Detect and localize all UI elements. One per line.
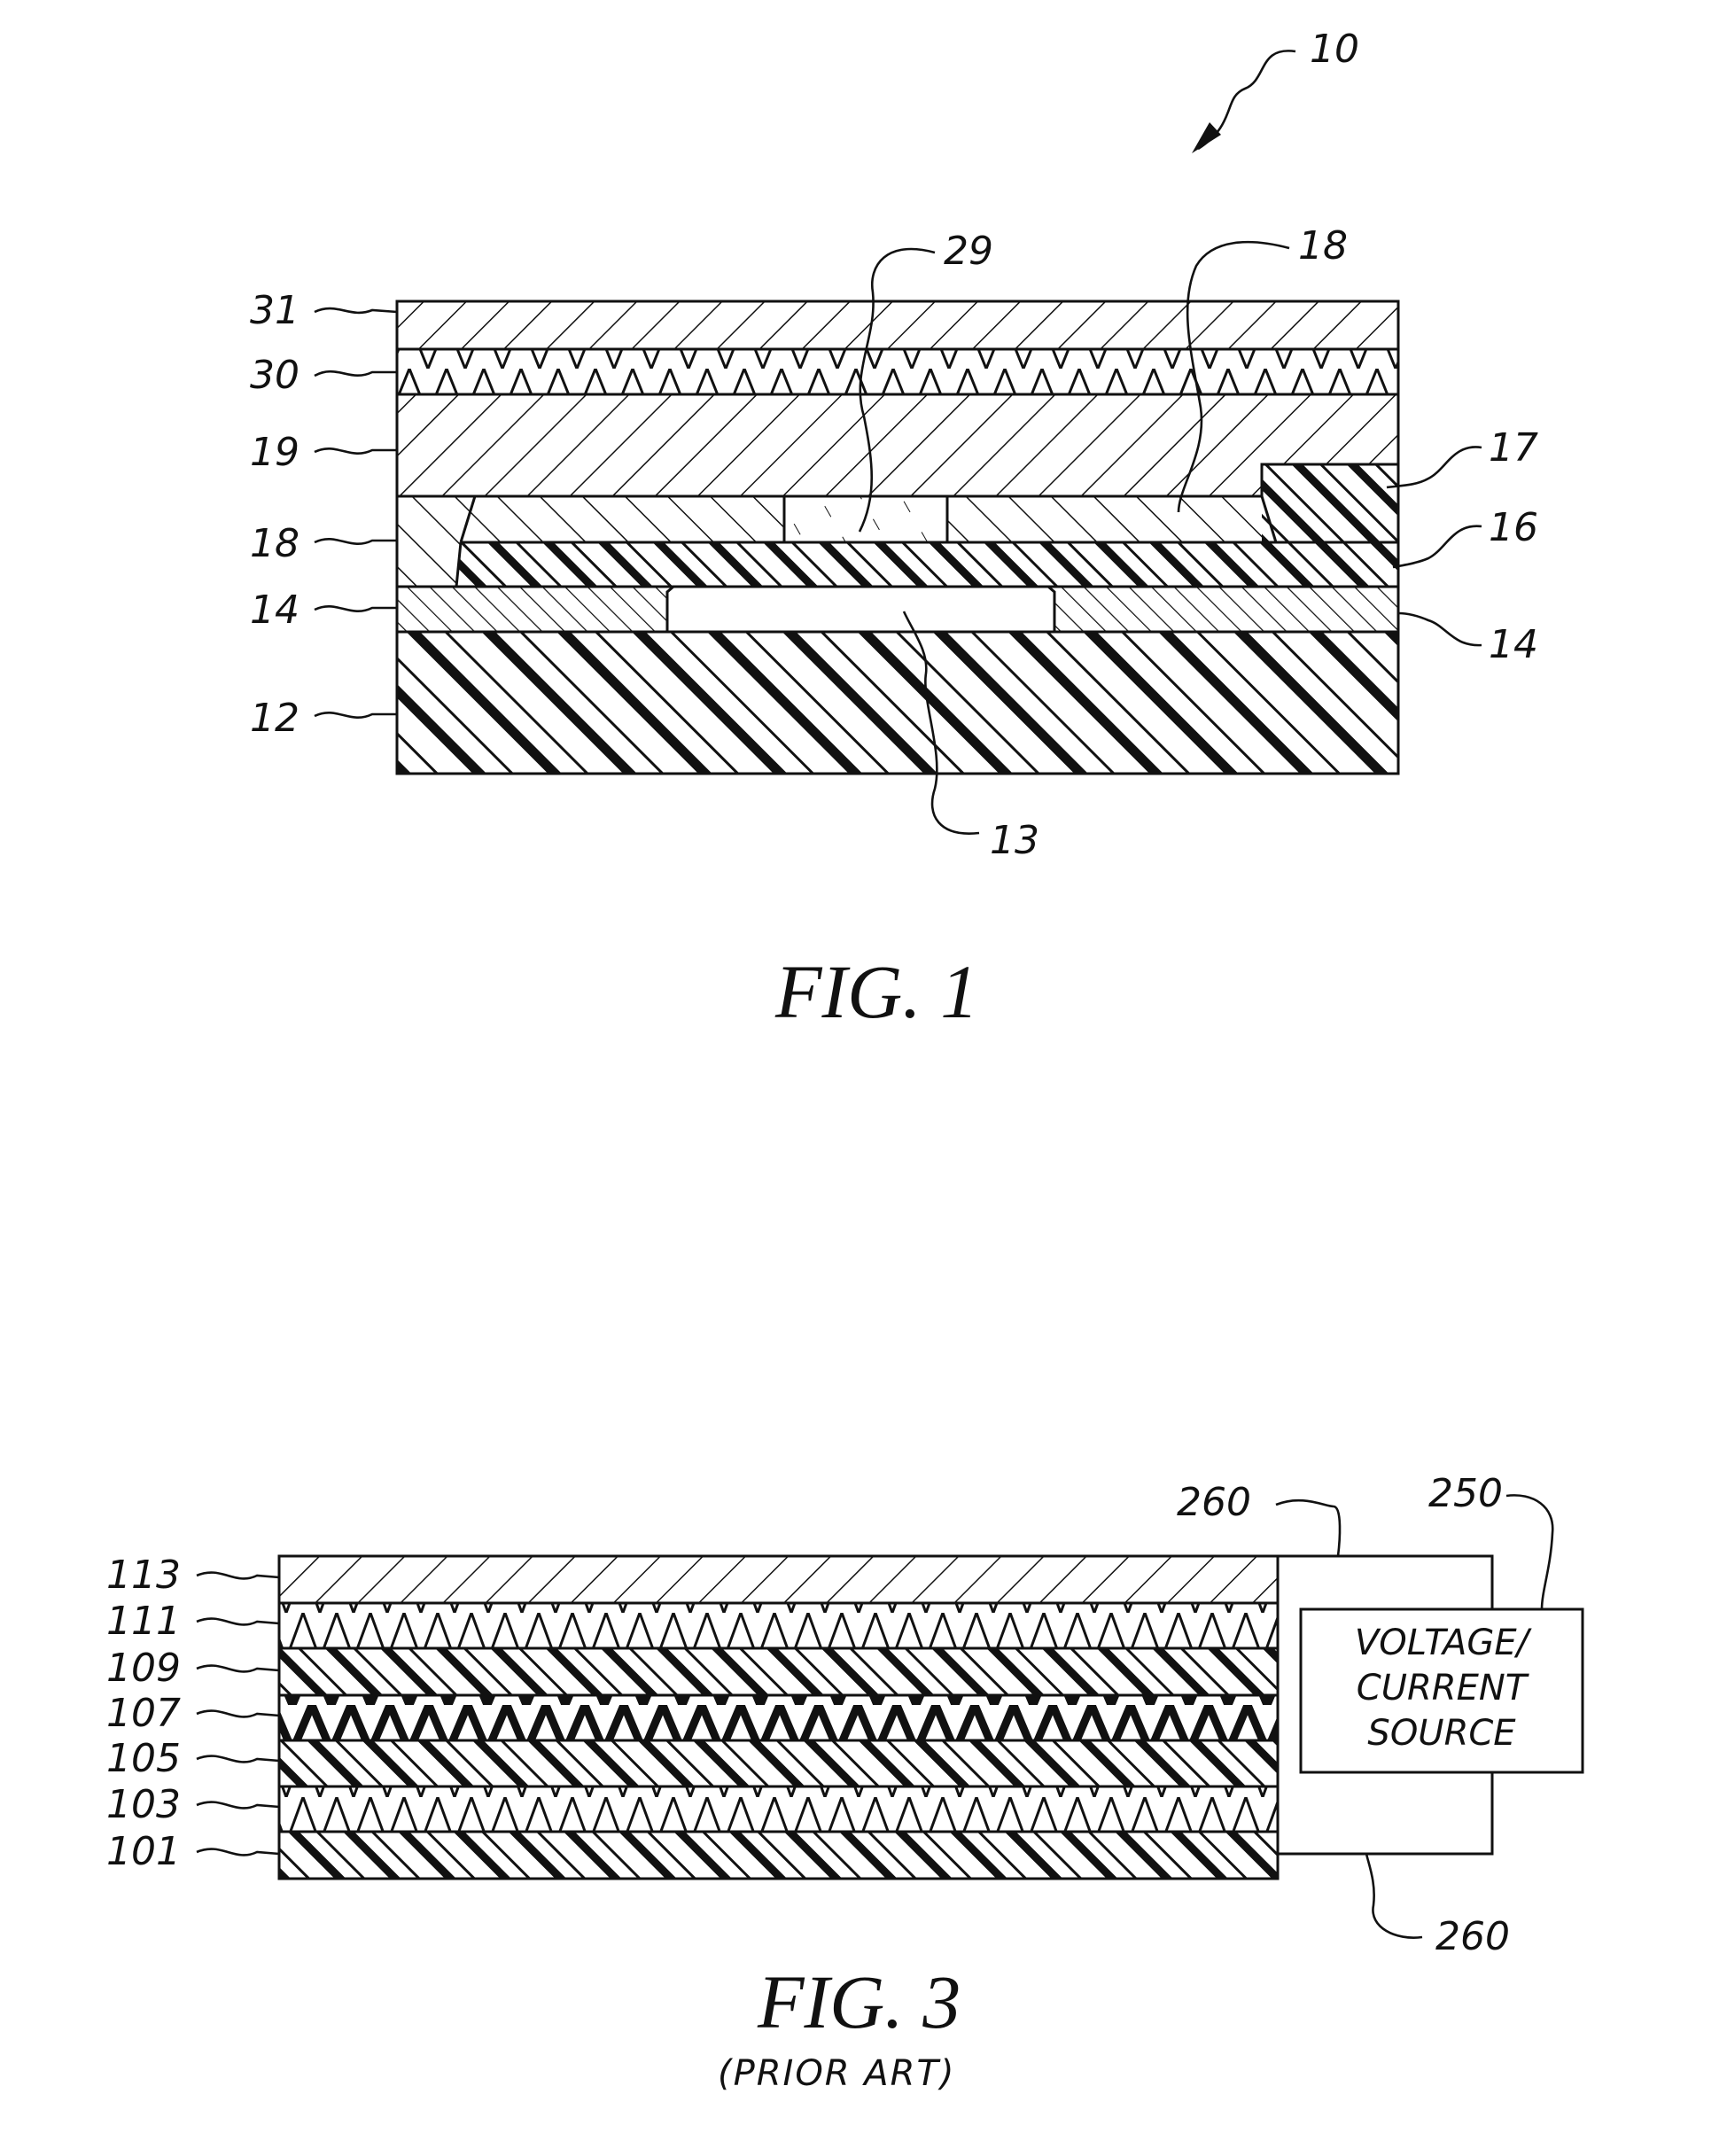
- label-109: 109: [106, 1646, 181, 1691]
- label-250: 250: [1428, 1471, 1503, 1516]
- layer-14-left-electrode: [397, 587, 667, 632]
- label-13: 13: [990, 818, 1039, 863]
- label-18-left: 18: [250, 521, 300, 566]
- label-14-left: 14: [250, 588, 300, 633]
- layer-111: [279, 1603, 1278, 1648]
- source-line-3: SOURCE: [1367, 1713, 1516, 1754]
- layer-107: [279, 1695, 1278, 1740]
- label-105: 105: [106, 1736, 181, 1781]
- wire-260-bottom: [1278, 1772, 1492, 1854]
- layer-18-upper-left: [461, 496, 784, 542]
- label-30: 30: [250, 353, 300, 398]
- layer-113: [279, 1556, 1278, 1603]
- label-260-bottom: 260: [1435, 1914, 1510, 1959]
- label-31: 31: [250, 288, 300, 333]
- label-260-top: 260: [1177, 1480, 1251, 1525]
- figure-1-caption: FIG. 1: [774, 949, 978, 1034]
- layer-30: [397, 349, 1398, 394]
- figure-3-caption: FIG. 3: [757, 1959, 961, 2044]
- label-14-right: 14: [1489, 622, 1538, 667]
- label-29: 29: [944, 229, 993, 274]
- figure-3-subcaption: (PRIOR ART): [718, 2053, 956, 2094]
- layer-19: [397, 394, 1398, 496]
- label-113: 113: [106, 1553, 181, 1598]
- label-10: 10: [1310, 27, 1359, 72]
- label-111: 111: [106, 1599, 181, 1644]
- label-18-top: 18: [1298, 223, 1348, 269]
- wire-260-top: [1278, 1556, 1492, 1609]
- voltage-current-source-box: VOLTAGE/ CURRENT SOURCE: [1301, 1609, 1583, 1772]
- source-line-2: CURRENT: [1357, 1668, 1530, 1708]
- assembly-arrow-10: 10: [1192, 27, 1359, 153]
- layer-103: [279, 1786, 1278, 1832]
- figure-1: 10 31 30 19 18 14 12 29 18 17 16 14 13 F…: [250, 27, 1538, 1034]
- label-16: 16: [1489, 505, 1538, 550]
- label-17: 17: [1489, 425, 1538, 471]
- layer-31: [397, 301, 1398, 349]
- source-line-1: VOLTAGE/: [1355, 1623, 1533, 1663]
- label-103: 103: [106, 1782, 181, 1827]
- layer-105: [279, 1740, 1278, 1786]
- gap-13: [667, 587, 1054, 632]
- layer-101: [279, 1832, 1278, 1879]
- layer-14-right-electrode: [1054, 587, 1398, 632]
- label-12: 12: [250, 696, 300, 741]
- label-19: 19: [250, 430, 300, 475]
- label-107: 107: [106, 1691, 181, 1736]
- layer-17: [1262, 464, 1398, 542]
- layer-109: [279, 1648, 1278, 1695]
- label-101: 101: [106, 1829, 181, 1874]
- layer-16-polymer: [456, 542, 1398, 587]
- layer-18-upper-right: [947, 496, 1276, 542]
- layer-12-substrate: [397, 632, 1398, 774]
- figure-3: VOLTAGE/ CURRENT SOURCE 113 111 109 107 …: [106, 1471, 1583, 2094]
